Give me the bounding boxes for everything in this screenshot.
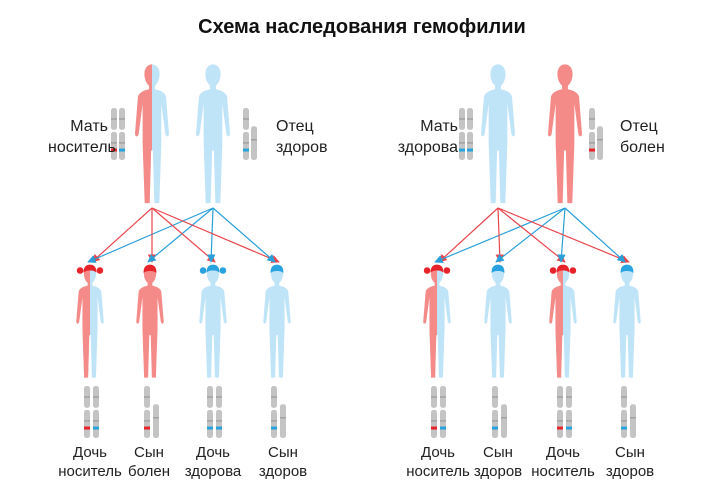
- arrow-father-child-2-4: [564, 207, 626, 263]
- child-chromosome-y-2-4: [630, 404, 636, 438]
- child-chromosome-b-2-3: [566, 386, 572, 438]
- child-chromosome-b-1-3: [216, 386, 222, 438]
- child-chromosome-y-1-2: [153, 404, 159, 438]
- arrow-father-child-1-1: [87, 207, 214, 263]
- child-figure-1-2: [136, 264, 164, 378]
- father-chromosome-y-2: [597, 126, 603, 160]
- father-chromosome-y-1: [251, 126, 257, 160]
- arrow-mother-child-2-4: [497, 207, 630, 264]
- child-chromosome-a-2-3: [557, 386, 563, 438]
- father-figure-2: [548, 64, 582, 204]
- arrow-mother-child-1-4: [151, 207, 280, 263]
- father-figure-1: [196, 64, 230, 204]
- arrow-father-child-2-1: [434, 207, 566, 263]
- child-figure-2-1: [423, 264, 451, 378]
- child-figure-2-4: [613, 264, 641, 378]
- child-figure-1-3: [199, 264, 227, 378]
- mother-figure-2: [481, 64, 515, 204]
- arrow-father-child-2-2: [495, 207, 566, 263]
- mother-chromosome-a-2: [459, 108, 465, 160]
- child-chromosome-x-1-2: [144, 386, 150, 438]
- arrow-mother-child-2-1: [438, 207, 499, 263]
- arrow-mother-child-2-3: [497, 207, 566, 263]
- child-chromosome-y-2-2: [501, 404, 507, 438]
- mother-chromosome-a-1: [111, 108, 117, 160]
- mother-chromosome-b-1: [119, 108, 125, 160]
- child-chromosome-a-1-3: [207, 386, 213, 438]
- arrow-mother-child-1-3: [151, 207, 216, 263]
- child-chromosome-b-2-1: [440, 386, 446, 438]
- arrow-mother-child-1-1: [91, 207, 153, 263]
- arrow-father-child-1-4: [212, 207, 276, 263]
- child-chromosome-x-1-4: [271, 386, 277, 438]
- child-chromosome-a-2-1: [431, 386, 437, 438]
- father-chromosome-x-1: [243, 108, 249, 160]
- child-chromosome-x-2-4: [621, 386, 627, 438]
- child-figure-2-2: [484, 264, 512, 378]
- child-chromosome-y-1-4: [280, 404, 286, 438]
- arrow-mother-child-2-2: [495, 207, 504, 263]
- arrow-father-child-1-2: [147, 207, 214, 263]
- father-chromosome-x-2: [589, 108, 595, 160]
- child-figure-2-3: [549, 264, 577, 378]
- child-chromosome-a-1-1: [84, 386, 90, 438]
- mother-chromosome-b-2: [467, 108, 473, 160]
- page-title: Схема наследования гемофилии: [198, 16, 526, 38]
- child-chromosome-x-2-2: [492, 386, 498, 438]
- child-figure-1-1: [76, 264, 104, 378]
- child-figure-1-4: [263, 264, 291, 378]
- mother-figure-1: [135, 64, 169, 204]
- arrow-father-child-1-3: [207, 207, 216, 263]
- child-chromosome-b-1-1: [93, 386, 99, 438]
